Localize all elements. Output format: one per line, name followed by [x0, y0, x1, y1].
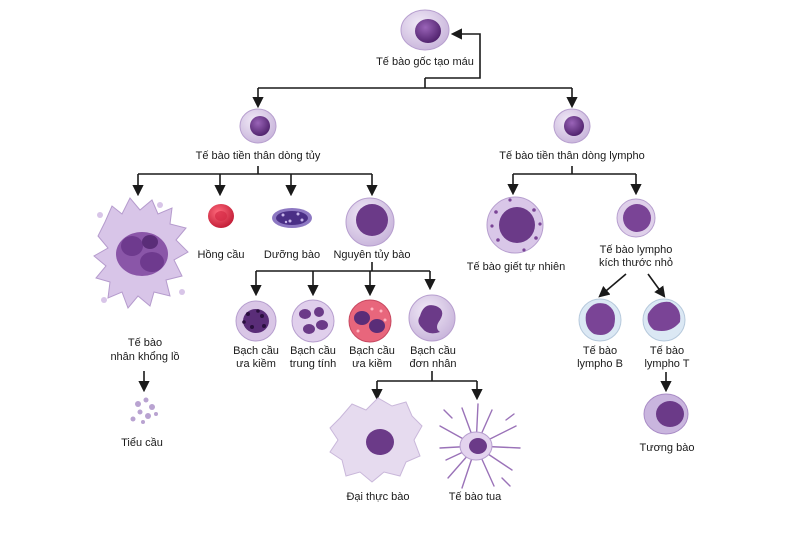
label-monocyte-line1: Bạch cầu [410, 345, 456, 357]
label-t-lymphocyte-line1: Tế bào [650, 345, 684, 357]
b-lymphocyte-icon [578, 298, 622, 342]
t-lymphocyte-icon [642, 298, 686, 342]
label-b-lymphocyte-line1: Tế bào [583, 345, 617, 357]
label-mast-cell: Dưỡng bào [264, 249, 320, 261]
label-basophil-line2: ưa kiềm [236, 358, 276, 370]
platelets-icon [130, 397, 158, 424]
megakaryocyte-icon [93, 197, 189, 309]
label-macrophage: Đại thực bào [346, 491, 409, 503]
label-monocyte-line2: đơn nhân [410, 358, 457, 370]
myeloblast-icon [345, 197, 395, 247]
neutrophil-icon [291, 299, 335, 343]
label-platelets: Tiểu cầu [121, 437, 163, 449]
small-lymphocyte-icon [616, 198, 656, 238]
lymphoid-progenitor-icon [553, 108, 591, 144]
label-lymphoid-progenitor: Tế bào tiền thân dòng lympho [499, 150, 645, 162]
monocyte-icon [408, 294, 456, 342]
label-megakaryocyte-line2: nhân khổng lồ [110, 351, 179, 363]
macrophage-icon [329, 397, 423, 483]
myeloid-progenitor-icon [239, 108, 277, 144]
label-b-lymphocyte-line2: lympho B [577, 358, 623, 370]
label-small-lymphocyte-line2: kích thước nhỏ [599, 257, 673, 269]
label-stem: Tế bào gốc tạo máu [376, 56, 474, 68]
label-eosinophil-line1: Bạch cầu [349, 345, 395, 357]
label-eosinophil-line2: ưa kiềm [352, 358, 392, 370]
label-neutrophil-line1: Bạch cầu [290, 345, 336, 357]
eosinophil-icon [348, 299, 392, 343]
mast-cell-icon [272, 208, 312, 228]
basophil-icon [235, 300, 277, 342]
label-myeloid-progenitor: Tế bào tiền thân dòng tủy [196, 150, 321, 162]
dendritic-cell-icon [439, 403, 521, 489]
connectors [132, 28, 672, 401]
label-plasma-cell: Tương bào [640, 442, 695, 454]
label-megakaryocyte-line1: Tế bào [128, 337, 162, 349]
label-myeloblast: Nguyên tủy bào [333, 249, 410, 261]
red-blood-cell-icon [208, 204, 234, 228]
stem-cell-icon [400, 9, 450, 51]
label-t-lymphocyte-line2: lympho T [644, 358, 689, 370]
label-red-blood-cell: Hồng cầu [197, 249, 244, 261]
label-neutrophil-line2: trung tính [290, 358, 336, 370]
plasma-cell-icon [643, 393, 689, 435]
label-small-lymphocyte-line1: Tế bào lympho [600, 244, 673, 256]
label-basophil-line1: Bạch cầu [233, 345, 279, 357]
nk-cell-icon [486, 196, 544, 254]
labels: Tế bào gốc tạo máu Tế bào tiền thân dòng… [110, 56, 694, 503]
label-dendritic-cell: Tế bào tua [449, 491, 502, 503]
label-nk-cell: Tế bào giết tự nhiên [467, 261, 565, 273]
